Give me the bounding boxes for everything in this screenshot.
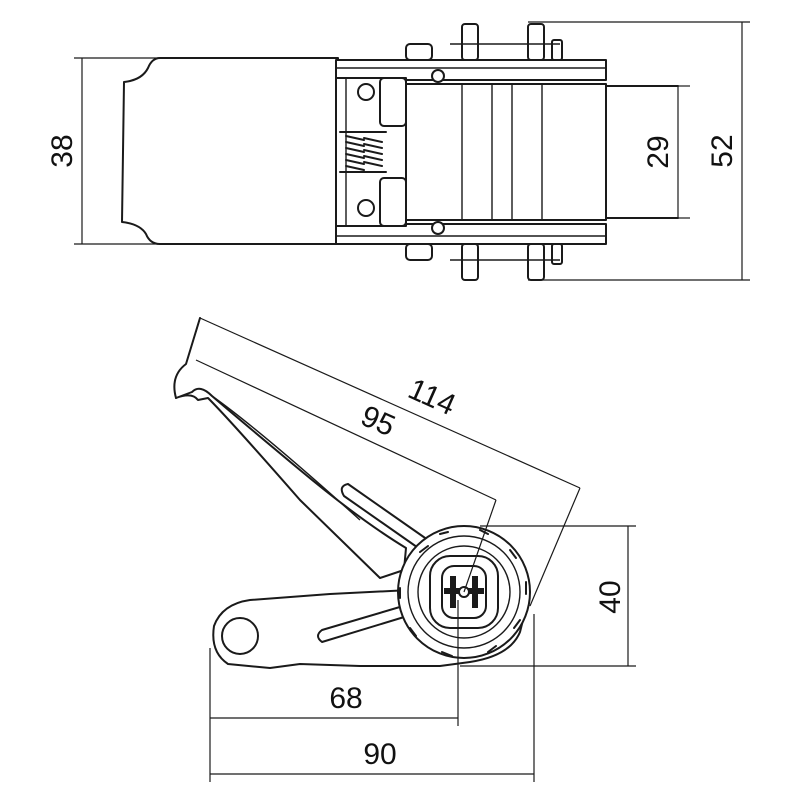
dimension-29: 29	[642, 85, 690, 219]
dimension-label-68: 68	[329, 682, 362, 715]
top-handle-plate	[121, 57, 339, 245]
top-spool-drum	[405, 83, 607, 221]
dimension-label-40: 40	[594, 580, 627, 613]
dimension-90: 90	[209, 614, 535, 782]
top-webbing-strap	[605, 85, 679, 219]
dimension-38: 38	[46, 57, 160, 245]
top-view: 38 29 52	[46, 21, 750, 281]
side-view: 114 95 40 68 90	[173, 317, 636, 782]
dimension-label-38: 38	[46, 134, 79, 167]
dimension-label-95: 95	[356, 399, 400, 443]
top-spring	[339, 131, 387, 173]
dimension-68: 68	[209, 600, 459, 726]
dimension-52: 52	[528, 21, 750, 281]
dimension-label-29: 29	[642, 135, 675, 168]
top-lower-ear	[379, 177, 407, 227]
dimension-label-90: 90	[363, 738, 396, 771]
dimension-label-52: 52	[706, 134, 739, 167]
side-anchor-hole	[221, 617, 259, 655]
top-lower-bolts	[405, 243, 563, 281]
dimension-40: 40	[460, 525, 636, 667]
dimension-label-114: 114	[403, 373, 460, 423]
top-upper-ear	[379, 77, 407, 127]
top-upper-bolts	[405, 23, 563, 61]
